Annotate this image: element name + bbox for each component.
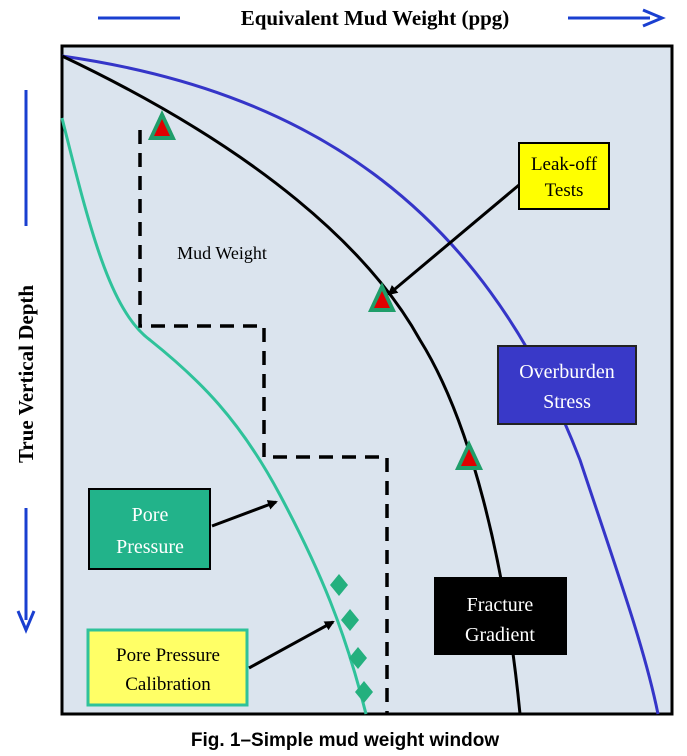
- calibration-label-line2: Calibration: [125, 674, 211, 695]
- diamond-icon: [355, 681, 373, 703]
- diamond-icon: [330, 574, 348, 596]
- leakoff-arrow: [387, 183, 520, 296]
- fracture-label-line2: Gradient: [465, 624, 535, 646]
- fracture-gradient-curve: [61, 54, 522, 715]
- arrow-down-icon: [16, 508, 36, 634]
- pore-label-line2: Pressure: [116, 536, 184, 558]
- triangle-icon: [455, 440, 483, 470]
- overburden-stress-box: [497, 345, 637, 425]
- mud-weight-label: Mud Weight: [177, 243, 267, 263]
- leakoff-label-line2: Tests: [545, 180, 584, 201]
- y-axis-title-group: True Vertical Depth: [14, 90, 38, 634]
- leakoff-tests-box: [518, 142, 610, 210]
- x-axis-title-group: Equivalent Mud Weight (ppg): [98, 6, 666, 30]
- diamond-icon: [349, 647, 367, 669]
- mud-weight-step-line: [138, 130, 389, 714]
- pore-pressure-arrow: [211, 500, 278, 528]
- pore-pressure-box: [88, 488, 211, 570]
- pore-pressure-calibration-box: [86, 628, 249, 707]
- triangle-icon: [148, 110, 176, 140]
- overburden-label-line1: Overburden: [519, 361, 615, 383]
- fracture-gradient-box: [434, 577, 567, 655]
- calibration-label-line1: Pore Pressure: [116, 645, 220, 666]
- y-axis-title: True Vertical Depth: [14, 285, 38, 463]
- pore-label-line1: Pore: [132, 504, 169, 526]
- figure-caption: Fig. 1–Simple mud weight window: [191, 730, 499, 751]
- triangle-icon: [368, 282, 396, 312]
- fracture-label-line1: Fracture: [467, 594, 534, 616]
- overburden-label-line2: Stress: [543, 391, 591, 413]
- calibration-arrow: [248, 620, 335, 670]
- diamond-icon: [341, 609, 359, 631]
- pore-pressure-curve: [60, 117, 368, 715]
- arrow-right-icon: [568, 8, 666, 28]
- x-axis-title: Equivalent Mud Weight (ppg): [241, 6, 510, 30]
- leakoff-label-line1: Leak-off: [531, 154, 598, 175]
